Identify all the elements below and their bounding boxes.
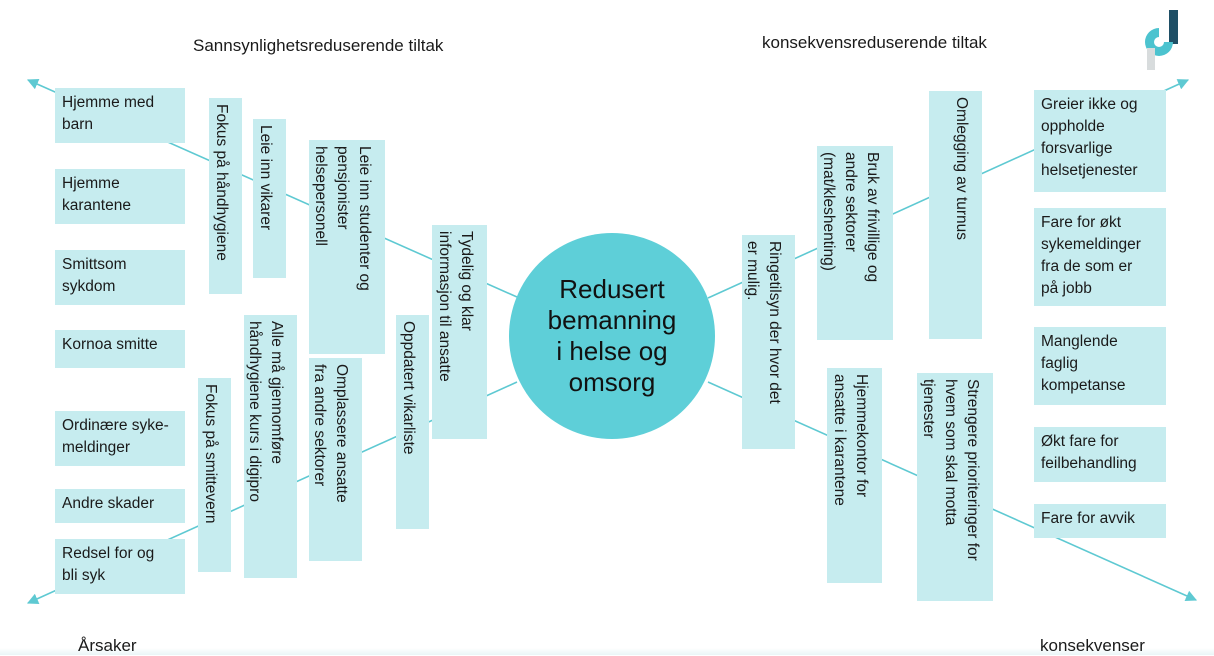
cause-fear-of-getting-sick: Redsel for og bli syk [55, 539, 185, 594]
cause-corona-infection: Kornoa smitte [55, 330, 185, 368]
measure-hygiene-course: Alle må gjennomføre håndhygiene kurs i d… [244, 315, 297, 578]
measure-label: Tydelig og klar informasjon til ansatte [436, 231, 475, 382]
central-problem-circle: Redusert bemanning i helse og omsorg [509, 233, 715, 439]
cause-other-injuries: Andre skader [55, 489, 185, 523]
measure-label: Omplassere ansatte fra andre sektorer [311, 364, 350, 503]
logo-icon [1145, 10, 1178, 70]
cause-home-quarantine: Hjemme karantene [55, 169, 185, 224]
measure-stricter-prioritization: Strengere prioriteringer for hvem som sk… [917, 373, 993, 601]
cause-contagious-disease: Smittsom sykdom [55, 250, 185, 305]
measure-label: Alle må gjennomføre håndhygiene kurs i d… [246, 321, 285, 502]
measure-label: Ringetilsyn der hvor det er mulig. [744, 241, 783, 404]
consequence-risk-of-deviation: Fare for avvik [1034, 504, 1166, 538]
cause-ordinary-sick-leave: Ordinære syke- meldinger [55, 411, 185, 466]
cause-home-with-children: Hjemme med barn [55, 88, 185, 143]
heading-causes: Årsaker [78, 636, 137, 655]
measure-phone-supervision: Ringetilsyn der hvor det er mulig. [742, 235, 795, 449]
bottom-fade [0, 648, 1214, 655]
measure-clear-information: Tydelig og klar informasjon til ansatte [432, 225, 487, 439]
measure-label: Omlegging av turnus [953, 97, 970, 241]
heading-probability-reducing: Sannsynlighetsreduserende tiltak [193, 36, 444, 55]
heading-consequences: konsekvenser [1040, 636, 1145, 655]
measure-hire-substitutes: Leie inn vikarer [253, 119, 286, 278]
measure-label: Hjemmekontor for ansatte i karantene [831, 374, 870, 506]
measure-volunteers-other-sectors: Bruk av frivillige og andre sektorer (ma… [817, 146, 893, 340]
measure-label: Leie inn studenter og pensjonister helse… [312, 146, 373, 291]
measure-infection-control-focus: Fokus på smittevern [198, 378, 231, 572]
measure-shift-reorganization: Omlegging av turnus [929, 91, 982, 339]
central-problem-label: Redusert bemanning i helse og omsorg [547, 274, 677, 397]
measure-reassign-staff: Omplassere ansatte fra andre sektorer [309, 358, 362, 561]
consequence-increased-sick-leave: Fare for økt sykemeldinger fra de som er… [1034, 208, 1166, 306]
consequence-lacking-competence: Manglende faglig kompetanse [1034, 327, 1166, 405]
measure-label: Fokus på smittevern [202, 384, 219, 524]
measure-updated-substitute-list: Oppdatert vikarliste [396, 315, 429, 529]
measure-label: Strengere prioriteringer for hvem som sk… [920, 379, 981, 561]
measure-label: Oppdatert vikarliste [400, 321, 417, 455]
heading-consequence-reducing: konsekvensreduserende tiltak [762, 33, 987, 52]
measure-label: Leie inn vikarer [257, 125, 274, 231]
measure-hire-students-pensioners: Leie inn studenter og pensjonister helse… [309, 140, 385, 354]
measure-label: Fokus på håndhygiene [213, 104, 230, 261]
measure-home-office: Hjemmekontor for ansatte i karantene [827, 368, 882, 583]
consequence-unable-to-maintain-services: Greier ikke og oppholde forsvarlige hels… [1034, 90, 1166, 192]
consequence-risk-of-mistreatment: Økt fare for feilbehandling [1034, 427, 1166, 482]
measure-hand-hygiene-focus: Fokus på håndhygiene [209, 98, 242, 294]
measure-label: Bruk av frivillige og andre sektorer (ma… [820, 152, 881, 283]
